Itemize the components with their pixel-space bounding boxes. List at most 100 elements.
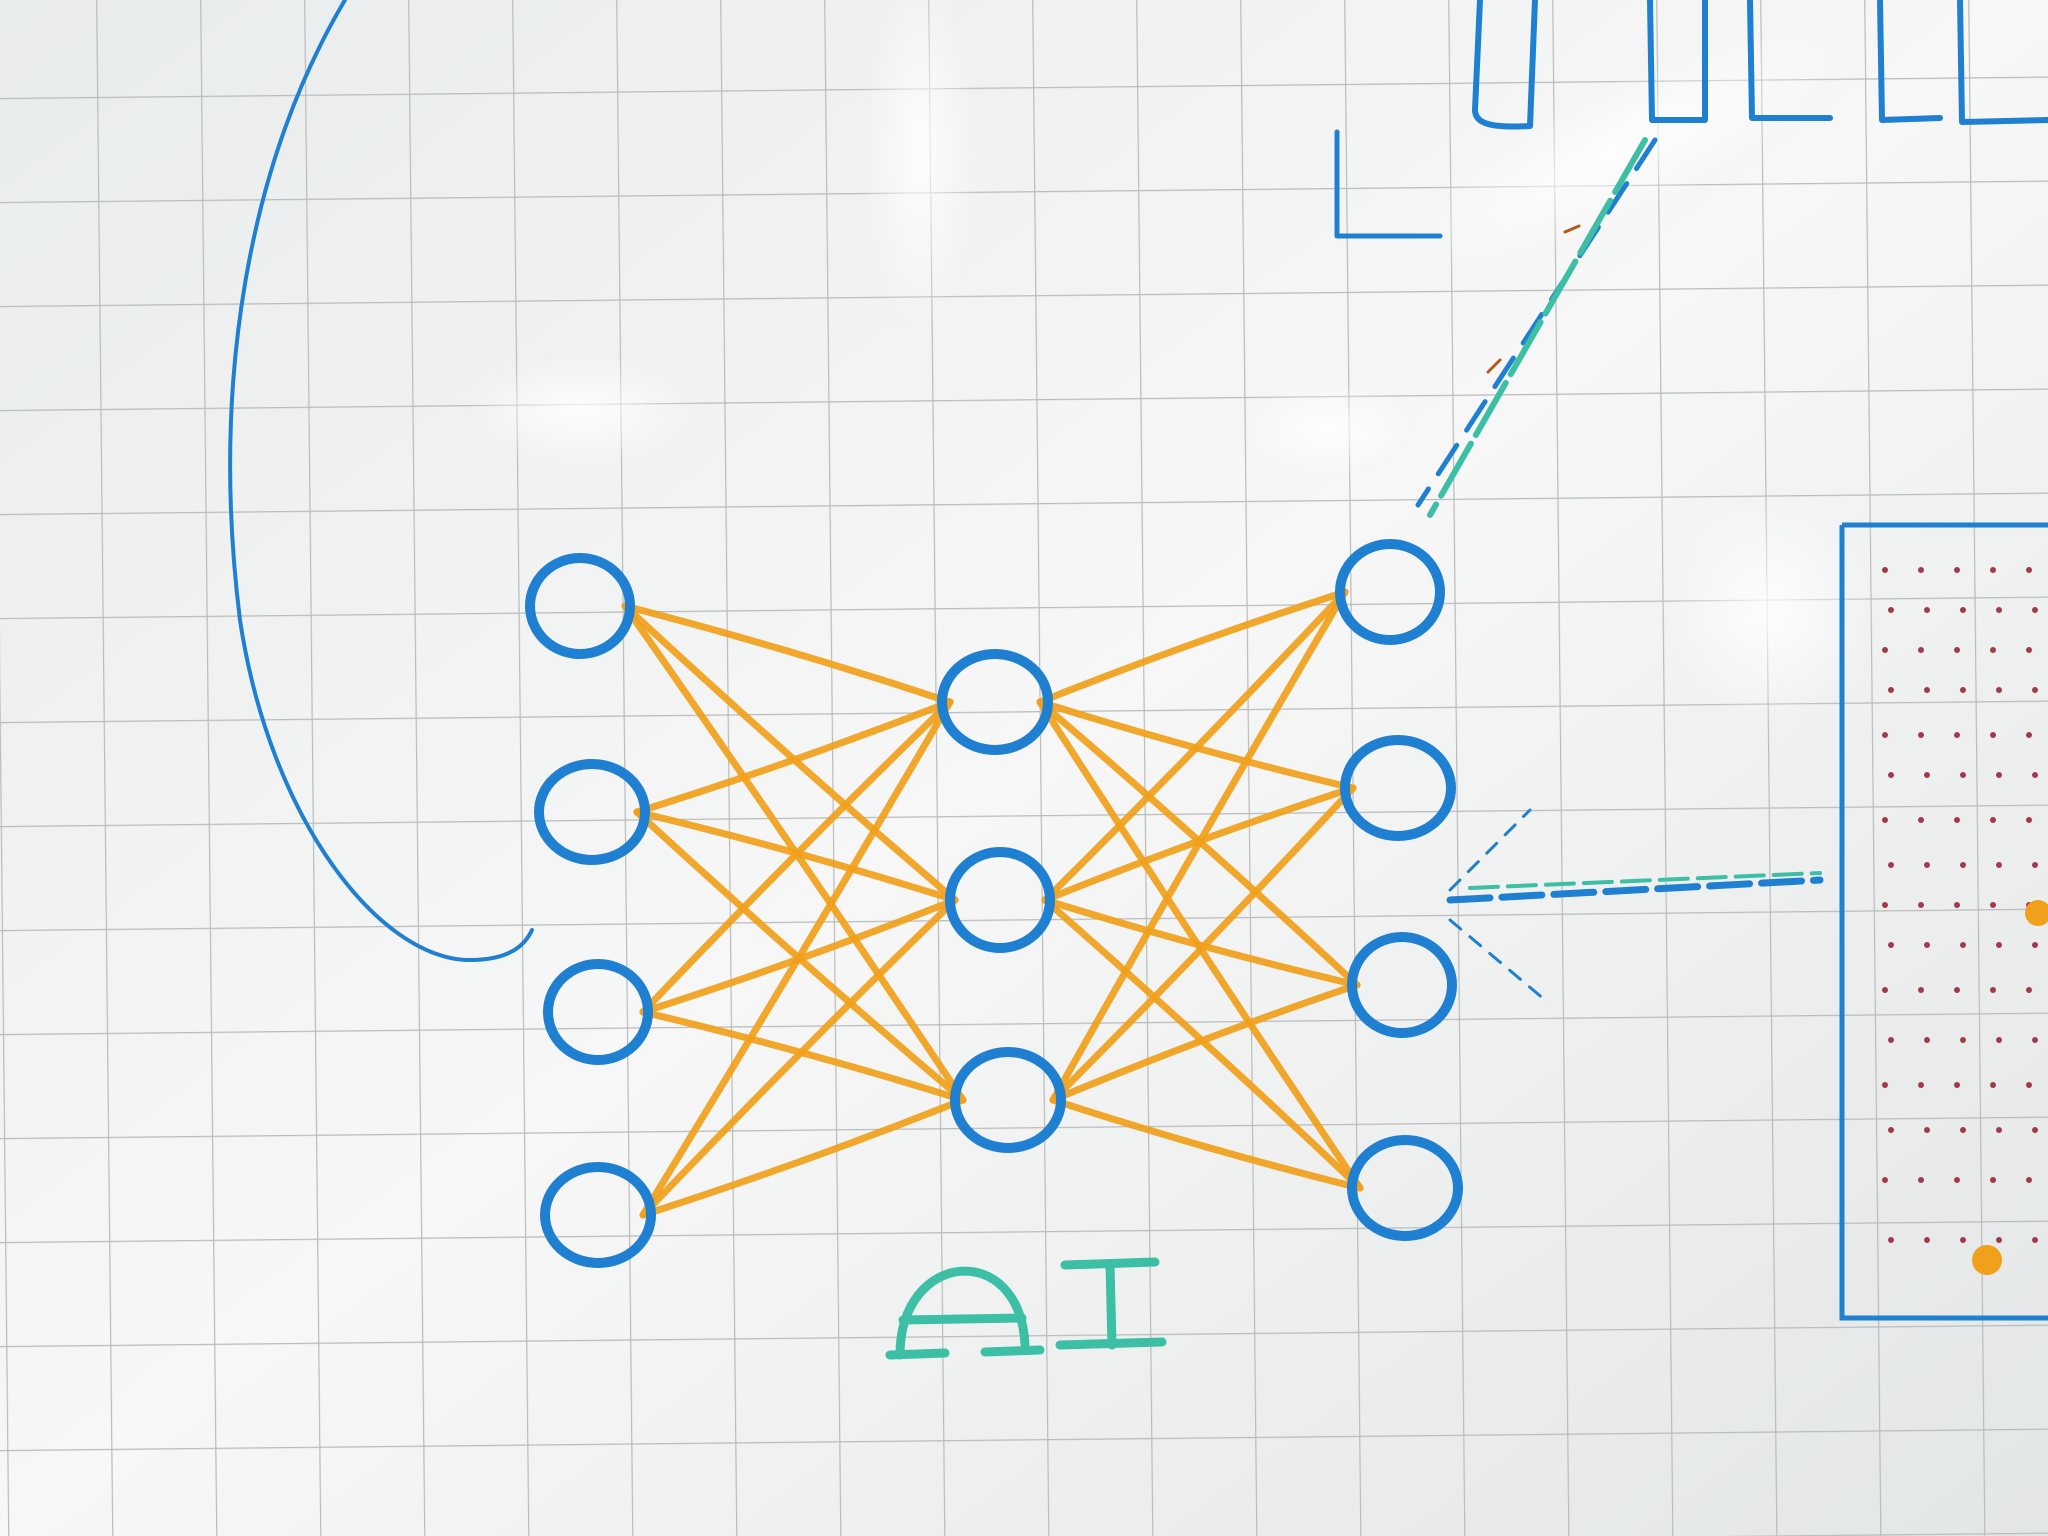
matrix-dot (1888, 772, 1894, 778)
matrix-dot (1882, 1082, 1888, 1088)
network-node (534, 759, 650, 865)
matrix-dot (1888, 942, 1894, 948)
matrix-dot (2032, 607, 2038, 613)
matrix-dot (1924, 607, 1930, 613)
matrix-dot (1990, 1082, 1996, 1088)
matrix-dot (1990, 1177, 1996, 1183)
matrix-dot (1924, 1127, 1930, 1133)
matrix-dot (1954, 987, 1960, 993)
matrix-dot (1882, 647, 1888, 653)
matrix-dot (1924, 1037, 1930, 1043)
matrix-dot (1954, 902, 1960, 908)
matrix-dot (1924, 687, 1930, 693)
matrix-dot (1924, 862, 1930, 868)
network-node (543, 959, 653, 1065)
network-node (1340, 735, 1456, 841)
network-edge (1041, 588, 1349, 904)
network-node (525, 553, 635, 659)
network-edge (621, 602, 954, 706)
matrix-dot (1960, 772, 1966, 778)
matrix-dot (2026, 817, 2032, 823)
glare-reflections (460, 0, 1880, 730)
matrix-dot (2032, 1127, 2038, 1133)
matrix-dot (1924, 1237, 1930, 1243)
matrix-dot (1924, 772, 1930, 778)
matrix-dot (1882, 987, 1888, 993)
matrix-dot (1960, 942, 1966, 948)
matrix-dot (1996, 1237, 2002, 1243)
matrix-dot (1924, 942, 1930, 948)
network-edge (639, 698, 954, 1016)
matrix-dot (1918, 1177, 1924, 1183)
matrix-dot (1918, 1082, 1924, 1088)
matrix-dot (1918, 902, 1924, 908)
dot-grid-box (1839, 522, 2048, 1321)
matrix-dot (1954, 567, 1960, 573)
network-node (1347, 1135, 1463, 1241)
network-node (540, 1162, 656, 1268)
matrix-dot (1954, 1177, 1960, 1183)
matrix-dot (1990, 732, 1996, 738)
matrix-dot (2026, 647, 2032, 653)
network-edge (1049, 981, 1361, 1104)
matrix-dot (1996, 1127, 2002, 1133)
matrix-dot (1996, 1037, 2002, 1043)
matrix-dot (1882, 567, 1888, 573)
matrix-dot (2032, 862, 2038, 868)
matrix-dot (1990, 647, 1996, 653)
dashed-line-upper (1415, 137, 1658, 518)
orange-dot-marker (1972, 1245, 2002, 1275)
matrix-dot (1960, 862, 1966, 868)
matrix-dot (1888, 1237, 1894, 1243)
network-node (950, 1047, 1066, 1153)
ai-label (885, 1257, 1167, 1360)
matrix-dot (1996, 862, 2002, 868)
matrix-dot (1888, 862, 1894, 868)
matrix-dot (1954, 732, 1960, 738)
matrix-dot (2026, 987, 2032, 993)
matrix-dot (2032, 687, 2038, 693)
network-edge (639, 896, 959, 1219)
network-node (937, 649, 1053, 755)
matrix-dot (1996, 607, 2002, 613)
network-edge (1049, 1096, 1364, 1192)
matrix-dot (2032, 942, 2038, 948)
network-edge (1049, 784, 1357, 1104)
matrix-dot (1888, 1037, 1894, 1043)
network-node (1335, 539, 1445, 645)
matrix-dot (2026, 1082, 2032, 1088)
matrix-dot (1918, 732, 1924, 738)
matrix-dot (1996, 772, 2002, 778)
matrix-dot (1888, 687, 1894, 693)
matrix-dot (2032, 772, 2038, 778)
orange-dot-marker (2025, 900, 2048, 926)
matrix-dot (1996, 942, 2002, 948)
matrix-dot (1882, 817, 1888, 823)
network-edge (633, 698, 954, 816)
matrix-dot (1954, 647, 1960, 653)
matrix-dot (1888, 607, 1894, 613)
matrix-dot (1990, 902, 1996, 908)
matrix-dot (1918, 817, 1924, 823)
dashed-rays (1446, 808, 1824, 1002)
matrix-dot (2026, 732, 2032, 738)
matrix-dot (1996, 687, 2002, 693)
network-edge (1049, 588, 1349, 1104)
matrix-dot (1990, 987, 1996, 993)
matrix-dot (1960, 607, 1966, 613)
matrix-dot (1918, 567, 1924, 573)
matrix-dot (2026, 567, 2032, 573)
network-edge (621, 602, 959, 904)
matrix-dot (1888, 1127, 1894, 1133)
matrix-dot (1960, 1037, 1966, 1043)
matrix-dot (1882, 732, 1888, 738)
matrix-dot (1954, 1082, 1960, 1088)
matrix-dot (2026, 1177, 2032, 1183)
network-edge (1036, 588, 1349, 706)
matrix-dot (1918, 987, 1924, 993)
matrix-dot (2032, 1237, 2038, 1243)
matrix-dot (1960, 687, 1966, 693)
matrix-dot (1960, 1127, 1966, 1133)
